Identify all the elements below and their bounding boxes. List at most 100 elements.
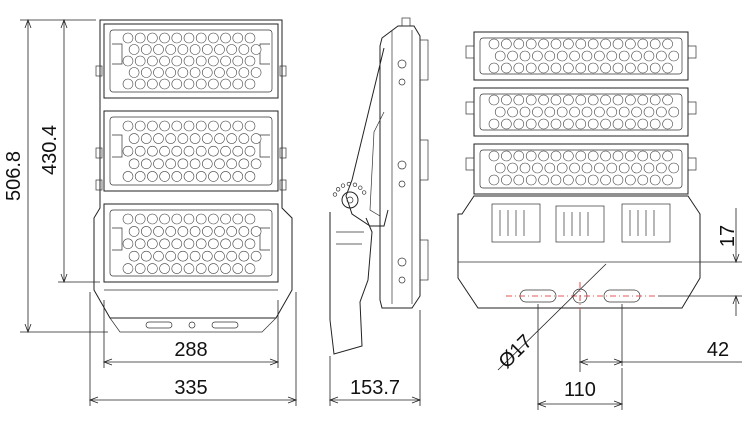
led-lens [171,120,183,132]
led-lens [587,62,599,74]
led-lens [214,226,225,237]
led-lens [550,38,562,50]
led-lens [513,62,525,74]
led-lens [159,238,170,250]
led-lens [513,150,525,162]
led-lens [662,150,673,162]
side-dimensions: 153.7 [328,310,422,406]
led-lens [501,94,512,106]
led-lens [656,106,667,118]
led-lens [128,250,140,262]
led-lens [643,106,655,118]
led-lens [183,238,195,250]
led-lens [501,150,512,162]
led-lens [525,94,537,106]
led-lens [134,32,146,44]
led-lens [220,55,231,67]
led-lens [220,32,231,44]
led-lens [147,145,158,157]
led-lens [159,78,170,90]
led-lens [600,38,611,50]
led-lens [147,263,158,274]
led-lens [153,226,164,237]
led-lens [488,174,500,186]
led-lens [232,78,244,90]
led-lens [244,171,256,182]
led-lens [563,94,574,106]
front-led-array [122,32,262,274]
led-lens [519,106,531,118]
led-lens [649,62,661,74]
led-lens [637,62,649,74]
led-lens [189,158,201,170]
dim-total-width-label: 335 [174,377,207,399]
led-lens [507,162,518,174]
led-lens [189,250,201,262]
led-lens [128,158,140,170]
led-lens [208,263,219,274]
dim-horizontal-offset-label: 42 [707,339,729,361]
led-lens [606,50,618,62]
led-lens [525,62,537,74]
front-led-module-2 [103,110,279,192]
led-lens [159,120,170,132]
led-lens [507,106,518,118]
led-lens [189,44,201,55]
led-lens [488,94,500,106]
dim-module-width-label: 288 [174,339,207,361]
side-top-cap [401,17,411,27]
led-lens [171,238,183,250]
led-lens [177,67,189,78]
led-lens [612,150,624,162]
led-lens [532,50,543,62]
led-lens [594,106,605,118]
led-lens [159,32,170,44]
led-lens [122,120,134,132]
led-lens [250,226,262,237]
side-mounting-arm [345,47,389,227]
led-lens [159,55,170,67]
led-lens [208,55,219,67]
led-lens [612,94,624,106]
led-lens [668,50,680,62]
led-lens [202,44,213,55]
led-lens [165,226,176,237]
led-lens [226,226,237,237]
side-pivot-outer [341,191,359,209]
led-lens [625,38,636,50]
led-lens [171,263,183,274]
led-lens [238,133,250,144]
led-lens [643,50,655,62]
led-lens [488,150,500,162]
led-lens [171,32,183,44]
led-lens [141,226,152,237]
led-lens [122,32,134,44]
led-lens [649,38,661,50]
led-lens [232,55,244,67]
led-lens [649,174,661,186]
dim-leader-hole-diameter [497,263,607,371]
front-led-module-1-inner [109,29,273,93]
led-lens [606,162,618,174]
led-lens [153,158,164,170]
dim-vertical-offset-label: 17 [717,225,739,247]
led-lens [183,32,195,44]
led-lens [494,162,506,174]
led-lens [141,67,152,78]
led-lens [501,62,512,74]
led-lens [208,238,219,250]
led-lens [214,44,225,55]
led-lens [226,250,237,262]
led-lens [202,67,213,78]
led-lens [612,62,624,74]
led-lens [587,150,599,162]
led-lens [668,162,680,174]
led-lens [525,150,537,162]
led-lens [177,133,189,144]
led-lens [128,44,140,55]
led-lens [538,174,549,186]
led-lens [128,226,140,237]
led-lens [625,150,636,162]
led-lens [220,171,231,182]
led-lens [250,250,262,262]
